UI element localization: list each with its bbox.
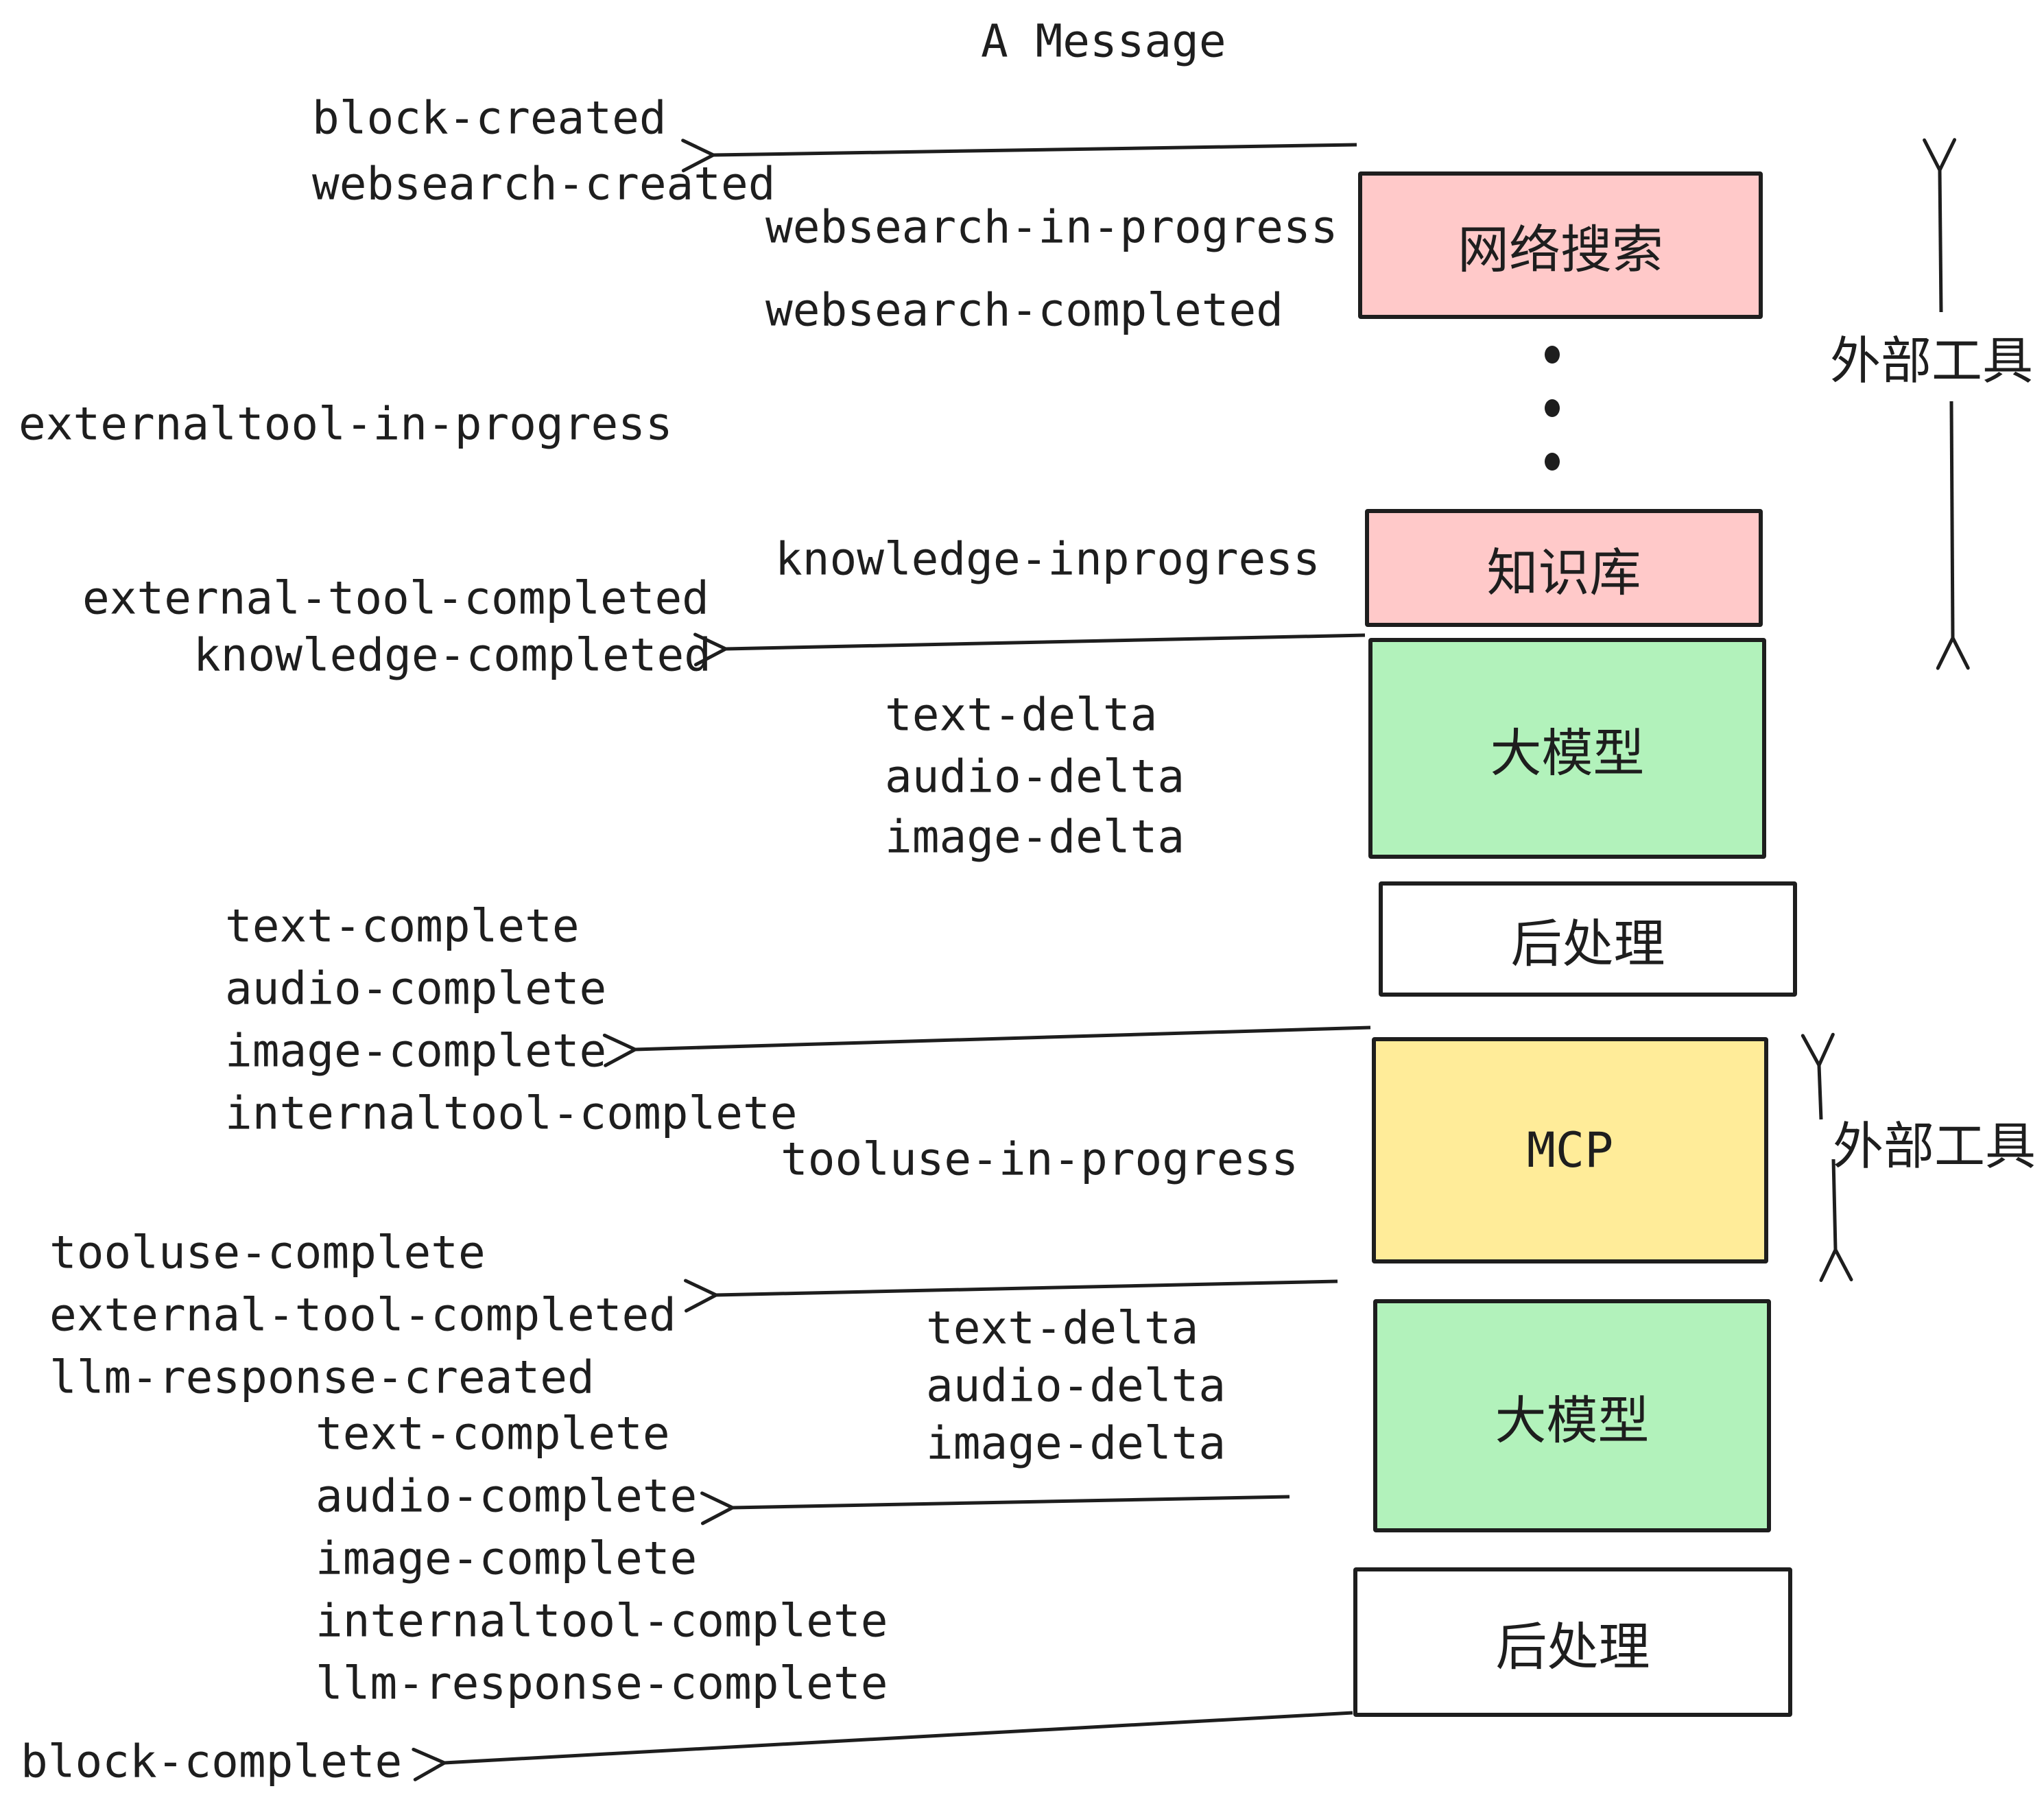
box-mcp: MCP <box>1372 1037 1768 1263</box>
event-block-created: block-created <box>312 91 667 145</box>
event-llm-response-complete: llm-response-complete <box>316 1657 888 1710</box>
box-websearch-label: 网络搜索 <box>1457 219 1663 280</box>
external-tools-label-top: 外部工具 <box>1830 331 2033 391</box>
ellipsis-dot-1 <box>1545 346 1560 364</box>
arrow-to-tooluse-complete <box>684 1279 1338 1313</box>
event-websearch-in-progress: websearch-in-progress <box>765 200 1338 254</box>
arrow-to-block-complete <box>412 1711 1353 1781</box>
box-llm-1-label: 大模型 <box>1490 722 1645 783</box>
event-external-tool-completed-2: external-tool-completed <box>49 1288 676 1342</box>
event-image-complete-2: image-complete <box>316 1532 698 1585</box>
external-tools-label-mcp: 外部工具 <box>1833 1117 2036 1176</box>
event-knowledge-completed: knowledge-completed <box>193 628 711 682</box>
event-audio-complete-1: audio-complete <box>225 962 607 1015</box>
ellipsis-dot-2 <box>1545 399 1560 417</box>
diagram-title: A Message <box>981 14 1226 68</box>
event-image-complete-1: image-complete <box>225 1024 607 1078</box>
event-websearch-created: websearch-created <box>312 157 776 211</box>
event-externaltool-in-progress: externaltool-in-progress <box>19 397 673 451</box>
box-postprocess-2-label: 后处理 <box>1495 1616 1650 1677</box>
event-knowledge-inprogress: knowledge-inprogress <box>775 532 1320 586</box>
box-postprocess-1: 后处理 <box>1379 881 1797 997</box>
box-postprocess-1-label: 后处理 <box>1510 913 1665 974</box>
event-text-delta-2: text-delta <box>926 1301 1199 1355</box>
event-audio-complete-2: audio-complete <box>316 1469 698 1523</box>
box-postprocess-2: 后处理 <box>1353 1567 1792 1717</box>
event-image-delta-1: image-delta <box>885 810 1185 864</box>
mcp-external-tools-up-arrow <box>1801 1032 1835 1120</box>
box-mcp-label: MCP <box>1526 1122 1614 1178</box>
event-text-complete-1: text-complete <box>225 899 580 953</box>
arrow-to-audio-complete <box>700 1491 1290 1526</box>
event-image-delta-2: image-delta <box>926 1416 1226 1470</box>
event-audio-delta-2: audio-delta <box>926 1359 1226 1412</box>
event-audio-delta-1: audio-delta <box>885 750 1185 803</box>
external-tools-down-arrow <box>1936 401 1970 670</box>
event-external-tool-completed-1: external-tool-completed <box>82 571 709 625</box>
box-llm-2: 大模型 <box>1373 1299 1771 1532</box>
event-text-complete-2: text-complete <box>316 1407 670 1460</box>
ellipsis-dot-3 <box>1545 453 1560 471</box>
box-llm-2-label: 大模型 <box>1495 1390 1650 1451</box>
box-llm-1: 大模型 <box>1368 638 1766 859</box>
event-internaltool-complete-2: internaltool-complete <box>316 1594 888 1648</box>
arrow-to-image-complete <box>602 1025 1371 1067</box>
box-knowledge-label: 知识库 <box>1486 542 1641 603</box>
event-tooluse-in-progress: tooluse-in-progress <box>781 1132 1298 1186</box>
event-tooluse-complete: tooluse-complete <box>49 1226 486 1279</box>
arrow-to-knowledge-completed <box>693 632 1366 667</box>
external-tools-up-arrow <box>1923 138 1957 313</box>
arrow-to-block-created <box>681 139 1357 173</box>
box-knowledge: 知识库 <box>1365 509 1763 627</box>
event-block-complete: block-complete <box>21 1735 403 1788</box>
event-websearch-completed: websearch-completed <box>765 283 1283 337</box>
event-llm-response-created: llm-response-created <box>49 1351 595 1404</box>
event-internaltool-complete-1: internaltool-complete <box>225 1087 798 1140</box>
event-text-delta-1: text-delta <box>885 688 1158 741</box>
box-websearch: 网络搜索 <box>1358 171 1763 319</box>
